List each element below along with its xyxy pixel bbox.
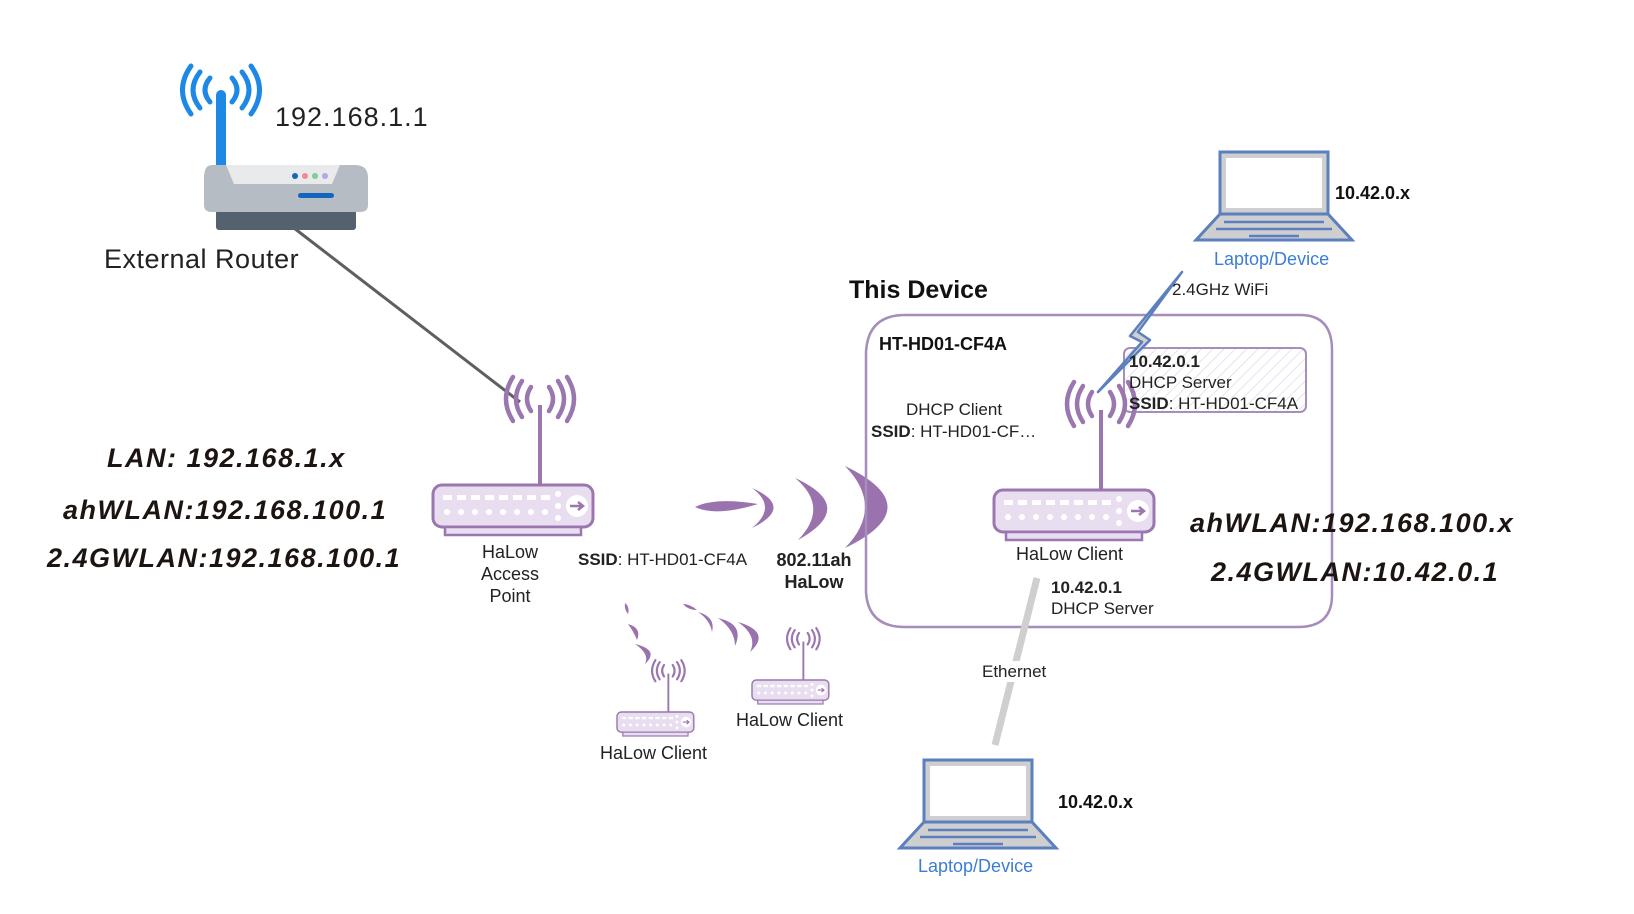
dhcp-server-role: DHCP Server bbox=[1129, 373, 1232, 392]
external-router-ip: 192.168.1.1 bbox=[275, 102, 429, 132]
halow-client-icon bbox=[615, 659, 695, 738]
wifi-link-icon bbox=[1096, 270, 1184, 394]
protocol-line: HaLow bbox=[784, 572, 844, 592]
ethernet-dhcp-ip: 10.42.0.1 bbox=[1051, 578, 1122, 597]
halow-client-label: HaLow Client bbox=[736, 710, 844, 730]
ethernet-dhcp-role: DHCP Server bbox=[1051, 599, 1154, 618]
wifi-link-label: 2.4GHz WiFi bbox=[1172, 280, 1269, 299]
laptop-ethernet-icon bbox=[898, 758, 1058, 850]
dhcp-server-info: 10.42.0.1 DHCP Server SSID: HT-HD01-CF4A bbox=[1129, 351, 1298, 414]
access-point-label-line: Access bbox=[480, 564, 540, 584]
ap-lan-address: LAN: 192.168.1.x bbox=[107, 443, 346, 473]
ssid-value: : HT-HD01-CF4A bbox=[617, 550, 748, 569]
client-ssid: SSID: HT-HD01-CF… bbox=[871, 421, 1036, 442]
this-device-hostname: HT-HD01-CF4A bbox=[879, 334, 1008, 354]
access-point-ssid: SSID: HT-HD01-CF4A bbox=[578, 549, 747, 570]
this-device-boundary bbox=[864, 313, 1334, 629]
this-device-24gwlan-address: 2.4GWLAN:10.42.0.1 bbox=[1211, 557, 1500, 587]
access-point-label: HaLow Access Point bbox=[460, 541, 560, 607]
protocol-line: 802.11ah bbox=[776, 550, 852, 570]
laptop-ethernet-label: Laptop/Device bbox=[918, 856, 1034, 876]
laptop-wifi-icon bbox=[1194, 150, 1354, 242]
laptop-ethernet-ip: 10.42.0.x bbox=[1058, 792, 1134, 812]
dhcp-server-box bbox=[1123, 347, 1307, 413]
this-device-client-label: HaLow Client bbox=[1016, 544, 1124, 564]
ethernet-dhcp-info: 10.42.0.1 DHCP Server bbox=[1051, 577, 1154, 619]
ssid-key: SSID bbox=[871, 422, 911, 441]
external-router-label: External Router bbox=[104, 244, 300, 274]
halow-protocol-label: 802.11ah HaLow bbox=[764, 549, 864, 593]
external-router-icon bbox=[180, 63, 368, 230]
halow-wave-icon bbox=[695, 466, 888, 548]
ssid-key: SSID bbox=[1129, 394, 1169, 413]
ethernet-link-label: Ethernet bbox=[982, 661, 1047, 682]
ssid-value: : HT-HD01-CF… bbox=[910, 422, 1037, 441]
this-device-ahwlan-address: ahWLAN:192.168.100.x bbox=[1190, 508, 1515, 538]
ssid-key: SSID bbox=[578, 550, 618, 569]
ap-24gwlan-address: 2.4GWLAN:192.168.100.1 bbox=[47, 543, 402, 573]
ssid-value: : HT-HD01-CF4A bbox=[1168, 394, 1299, 413]
dhcp-server-ip: 10.42.0.1 bbox=[1129, 352, 1200, 371]
router-link-line bbox=[289, 223, 521, 404]
laptop-wifi-ip: 10.42.0.x bbox=[1335, 183, 1411, 203]
client-wave-icon bbox=[624, 603, 759, 664]
dhcp-client-label: DHCP Client bbox=[906, 400, 1003, 419]
halow-client-label: HaLow Client bbox=[600, 743, 708, 763]
access-point-label-line: HaLow bbox=[481, 542, 539, 562]
halow-access-point-icon bbox=[433, 377, 593, 535]
this-device-title: This Device bbox=[849, 276, 988, 304]
laptop-wifi-label: Laptop/Device bbox=[1214, 249, 1330, 269]
ap-ahwlan-address: ahWLAN:192.168.100.1 bbox=[63, 495, 388, 525]
halow-client-icon bbox=[750, 627, 830, 706]
access-point-label-line: Point bbox=[489, 586, 531, 606]
